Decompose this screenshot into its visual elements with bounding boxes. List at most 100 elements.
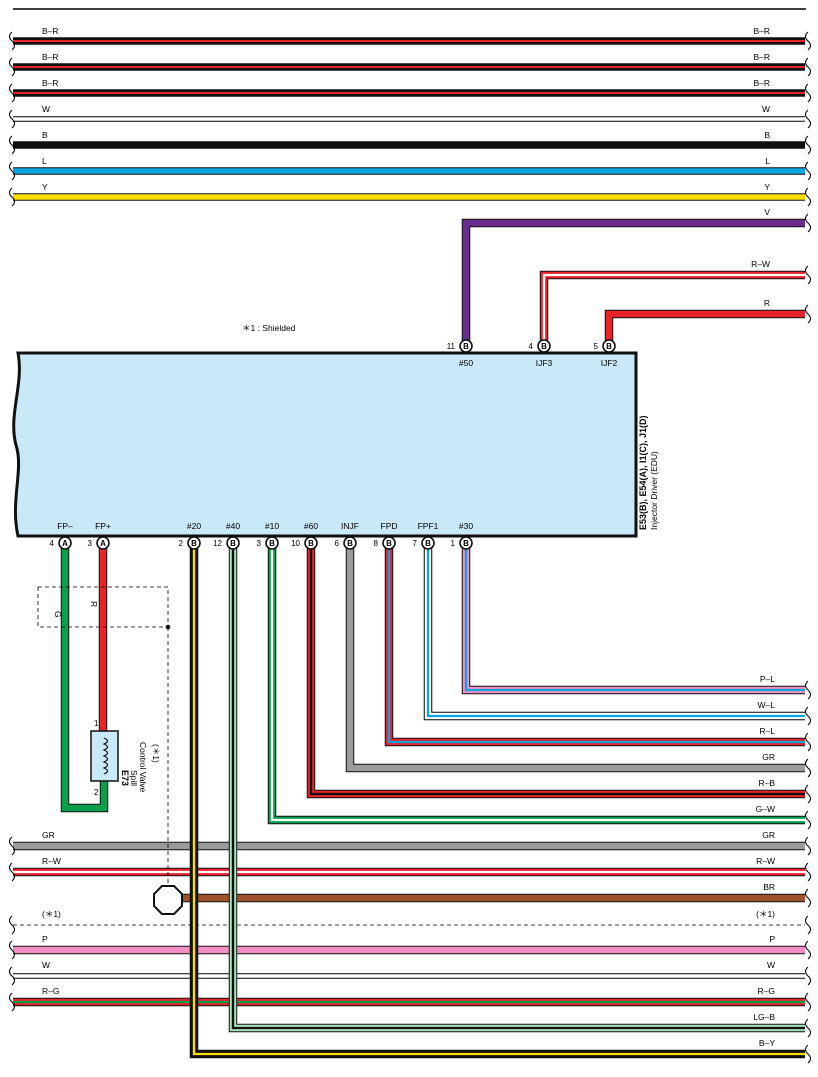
ecu-bottom-wire-0[interactable] [461, 548, 805, 695]
wire-label-right-4: B [764, 130, 770, 140]
svg-text:A: A [62, 539, 68, 548]
ecu-bottom-wire-label-4: R–B [758, 778, 775, 788]
bottom-wire-label-right-4: P [769, 934, 775, 944]
ecu-bottom-pin-1[interactable]: A [96, 536, 110, 550]
spill-valve-wire-r: R [89, 601, 99, 607]
ecu-bottom-pin-num-0: 4 [50, 539, 55, 548]
ecu-box[interactable]: E53(B), E54(A), I1(C), J1(D) Injector Dr… [12, 351, 659, 538]
wire-break-right-icon [804, 83, 812, 103]
ecu-bottom-pin-5[interactable]: B [304, 536, 318, 550]
wire-break-left-icon [8, 57, 16, 77]
wire-label-right-1: B–R [753, 52, 770, 62]
ecu-top-pin-0[interactable]: B [459, 339, 473, 353]
ecu-bottom-pin-9[interactable]: B [459, 536, 473, 550]
bottom-wire-label-left-4: P [42, 934, 48, 944]
wire-break-left-icon [8, 940, 16, 960]
wire-break-right-icon [804, 265, 812, 285]
ecu-bottom-pin-name-4: #10 [265, 521, 279, 531]
wire-label-right-0: B–R [753, 26, 770, 36]
ecu-top-pin-name-1: IJF3 [536, 358, 553, 368]
ecu-bottom-pin-name-6: INJF [341, 521, 359, 531]
ecu-bottom-pin-name-7: FPD [381, 521, 398, 531]
spill-control-valve[interactable]: 1 2 E73 Spill Control Valve (＊1) [90, 719, 161, 797]
ecu-bottom-pin-name-3: #40 [226, 521, 240, 531]
ecu-top-pin-num-2: 5 [594, 342, 599, 351]
wire-break-right-icon [804, 836, 812, 856]
wire-break-right-icon [804, 888, 812, 908]
bottom-wire-label-left-5: W [42, 960, 50, 970]
harness-wire-bottom-8[interactable] [189, 548, 805, 1059]
ecu-bottom-pin-7[interactable]: B [382, 536, 396, 550]
ecu-body [12, 351, 638, 538]
ecu-bottom-pin-3[interactable]: B [226, 536, 240, 550]
spill-valve-name-1: Spill [129, 770, 139, 786]
wire-break-right-icon [804, 915, 812, 935]
bottom-wire-label-right-2: BR [763, 882, 775, 892]
ecu-top-wire-0[interactable] [461, 218, 805, 345]
bottom-wire-label-left-0: GR [42, 830, 55, 840]
wire-break-left-icon [8, 83, 16, 103]
wire-break-left-icon [8, 135, 16, 155]
ecu-top-wire-label-1: R–W [751, 259, 770, 269]
ecu-top-wire-1[interactable] [539, 270, 805, 345]
ecu-bottom-wire-2[interactable] [384, 548, 805, 747]
solenoid-coil-icon [102, 737, 109, 775]
spill-valve-wire-fp-minus[interactable] [60, 548, 109, 813]
ecu-bottom-wire-1[interactable] [423, 548, 805, 721]
wire-break-left-icon [8, 966, 16, 986]
wire-break-right-icon [804, 992, 812, 1012]
bottom-wire-label-right-5: W [767, 960, 775, 970]
spill-valve-wire-g: G [53, 611, 63, 618]
ecu-bottom-wire-4[interactable] [306, 548, 805, 799]
wire-break-right-icon [804, 187, 812, 207]
ground-junction-icon [153, 885, 183, 915]
wire-break-right-icon [804, 31, 812, 51]
shield-junction-dot [165, 624, 171, 630]
ecu-bottom-wire-5[interactable] [267, 548, 805, 825]
shield-note: ＊1 : Shielded [242, 323, 296, 333]
wire-break-right-icon [804, 135, 812, 155]
bottom-wire-label-left-1: R–W [42, 856, 61, 866]
spill-valve-id: E73 [120, 770, 130, 786]
ecu-top-wire-2[interactable] [604, 309, 805, 345]
ecu-bottom-pin-4[interactable]: B [265, 536, 279, 550]
wire-break-right-icon [804, 758, 812, 778]
ecu-bottom-pin-num-8: 7 [413, 539, 418, 548]
ecu-bottom-pin-2[interactable]: B [187, 536, 201, 550]
ecu-bottom-pin-num-3: 12 [213, 539, 222, 548]
spill-valve-pin-1: 1 [94, 719, 99, 728]
wire-break-left-icon [8, 187, 16, 207]
wire-break-right-icon [804, 304, 812, 324]
ecu-bottom-pin-num-4: 3 [257, 539, 262, 548]
ecu-bottom-pin-num-9: 1 [451, 539, 456, 548]
ecu-top-pin-2[interactable]: B [602, 339, 616, 353]
wire-label-left-4: B [42, 130, 48, 140]
wire-break-left-icon [8, 836, 16, 856]
ecu-name: Injector Driver (EDU) [649, 451, 659, 530]
ecu-bottom-pin-8[interactable]: B [421, 536, 435, 550]
ecu-bottom-wire-label-3: GR [762, 752, 775, 762]
wire-break-right-icon [804, 966, 812, 986]
ecu-bottom-pin-6[interactable]: B [343, 536, 357, 550]
wire-break-right-icon [804, 862, 812, 882]
wire-break-right-icon [804, 732, 812, 752]
ecu-bottom-pin-0[interactable]: A [58, 536, 72, 550]
ecu-top-wire-label-2: R [764, 298, 770, 308]
ecu-top-pin-1[interactable]: B [537, 339, 551, 353]
harness-wire-bottom-7[interactable] [228, 548, 805, 1033]
wire-label-left-0: B–R [42, 26, 59, 36]
bottom-wire-label-left-3: (＊1) [42, 909, 61, 919]
bottom-wire-label-right-7: LG–B [753, 1012, 775, 1022]
ecu-bottom-pin-name-0: FP– [57, 521, 73, 531]
ecu-bottom-pin-name-1: FP+ [95, 521, 111, 531]
ecu-connector-ids: E53(B), E54(A), I1(C), J1(D) [638, 415, 648, 530]
bottom-wire-label-right-6: R–G [758, 986, 775, 996]
wire-break-right-icon [804, 810, 812, 830]
wire-label-right-2: B–R [753, 78, 770, 88]
ecu-bottom-pins: A4FP–A3FP+B2#20B12#40B3#10B10#60B6INJFB8… [50, 521, 473, 550]
ecu-bottom-wire-3[interactable] [345, 548, 805, 773]
wire-break-right-icon [804, 784, 812, 804]
ecu-bottom-pin-num-6: 6 [335, 539, 340, 548]
ecu-bottom-pin-name-9: #30 [459, 521, 473, 531]
wire-break-left-icon [8, 109, 16, 129]
